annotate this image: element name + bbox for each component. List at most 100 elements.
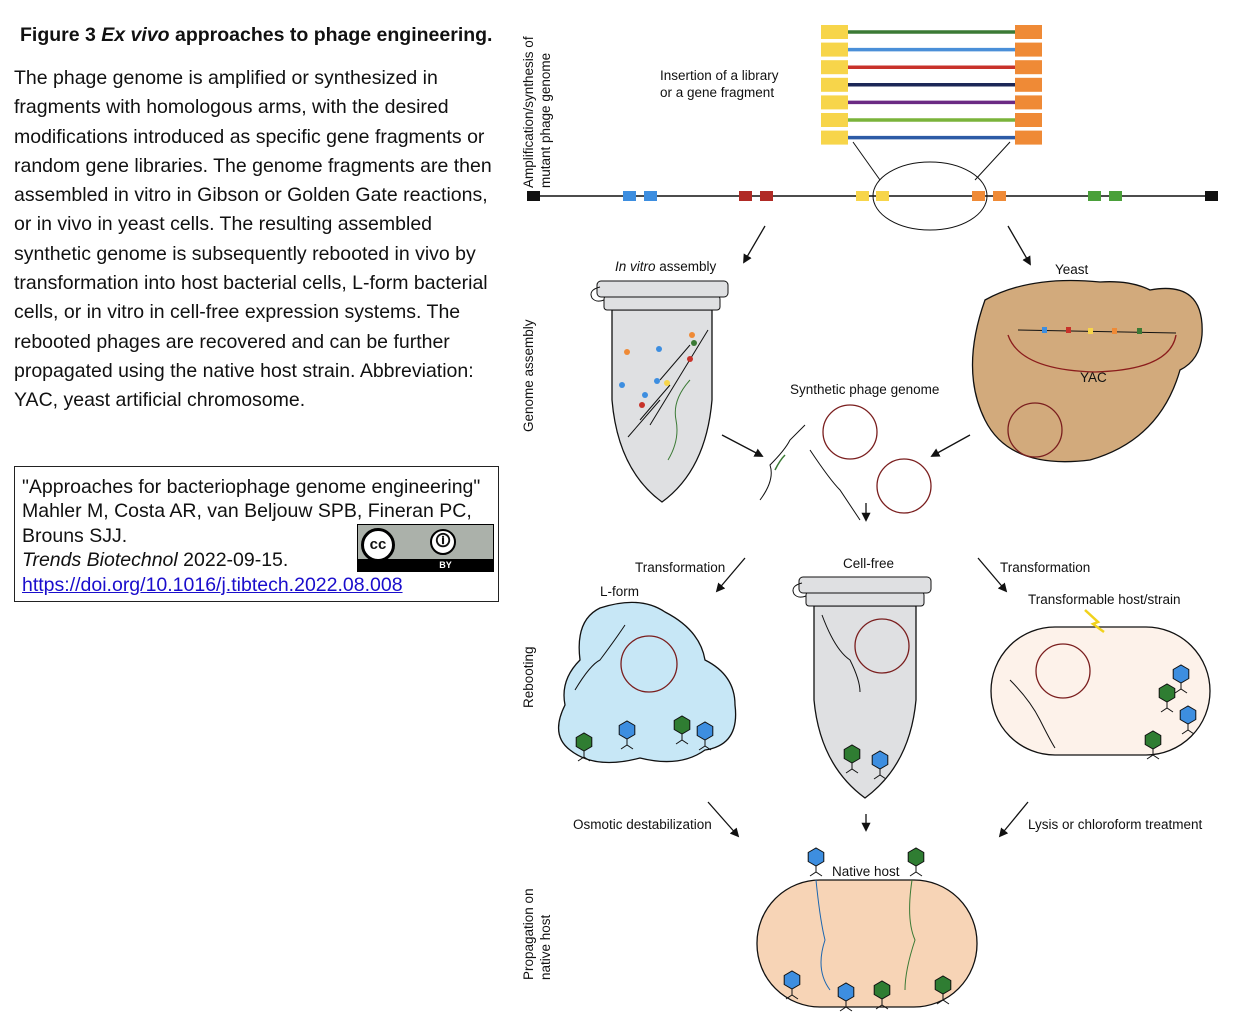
- license-by-label: BY: [358, 559, 493, 571]
- phage-tail: [577, 751, 591, 762]
- person-icon: 🛈: [430, 529, 456, 555]
- label-l-form: L-form: [600, 584, 639, 599]
- genome-segment: [644, 191, 657, 201]
- phage-icon: [907, 847, 925, 877]
- phage-capsid: [575, 732, 593, 752]
- phage-tail: [785, 989, 799, 1000]
- citation-box: "Approaches for bacteriophage genome eng…: [14, 466, 499, 602]
- phage-capsid: [696, 721, 714, 741]
- homology-arm-left: [821, 95, 848, 110]
- doi-link[interactable]: https://doi.org/10.1016/j.tibtech.2022.0…: [22, 573, 403, 596]
- side-label-propagation-2: native host: [538, 914, 553, 980]
- phage-capsid: [673, 715, 691, 735]
- phage-capsid: [843, 744, 861, 764]
- homology-arm-left: [821, 77, 848, 92]
- label-native-host: Native host: [832, 864, 900, 879]
- genome-segment: [1088, 191, 1101, 201]
- phage-icon: [843, 744, 861, 774]
- side-label-propagation: Propagation on: [521, 888, 536, 980]
- homology-arm-left: [821, 60, 848, 75]
- citation-journal: Trends Biotechnol: [22, 549, 178, 572]
- genome-segment: [1109, 191, 1122, 201]
- phage-tail: [839, 1001, 853, 1012]
- phage-tail: [1181, 724, 1195, 735]
- phage-tail: [620, 739, 634, 750]
- label-osmotic-destabilization: Osmotic destabilization: [573, 817, 712, 832]
- phage-icon: [673, 715, 691, 745]
- yeast-cell: [971, 279, 1203, 463]
- phage-icon: [575, 732, 593, 762]
- label-in-vitro-assembly: In vitro assembly: [615, 259, 717, 274]
- genome-segment: [623, 191, 636, 201]
- phage-icon: [873, 980, 891, 1010]
- phage-capsid: [783, 970, 801, 990]
- citation-title: "Approaches for bacteriophage genome eng…: [22, 476, 481, 498]
- phage-icon: [837, 982, 855, 1012]
- l-form-cell: [558, 601, 737, 764]
- label-yeast: Yeast: [1055, 262, 1089, 277]
- phage-tail: [675, 734, 689, 745]
- phage-capsid: [1144, 730, 1162, 750]
- phage-icon: [1179, 705, 1197, 735]
- citation-date: 2022-09-15.: [183, 549, 289, 572]
- phage-particles: [575, 664, 1197, 1012]
- label-insertion: Insertion of a library: [660, 68, 779, 83]
- citation-authors: Mahler M, Costa AR, van Beljouw SPB, Fin…: [22, 500, 472, 547]
- phage-capsid: [807, 847, 825, 867]
- label-lysis: Lysis or chloroform treatment: [1028, 817, 1203, 832]
- phage-icon: [618, 720, 636, 750]
- phage-tail: [875, 999, 889, 1010]
- phage-icon: [1144, 730, 1162, 760]
- phage-tail: [1174, 683, 1188, 694]
- side-labels: Amplification/synthesis of mutant phage …: [521, 36, 553, 980]
- gene-fragment-library: [821, 25, 1042, 145]
- phage-capsid: [871, 750, 889, 770]
- figure-caption: The phage genome is amplified or synthes…: [14, 67, 492, 412]
- homology-arm-right: [1015, 77, 1042, 92]
- phage-tail: [1160, 702, 1174, 713]
- genome-segment: [760, 191, 773, 201]
- homology-arm-right: [1015, 25, 1042, 39]
- phage-capsid: [934, 975, 952, 995]
- phage-tail: [1146, 749, 1160, 760]
- phage-genome-line: [527, 141, 1218, 231]
- cc-by-license-badge[interactable]: cc 🛈 BY: [357, 524, 494, 572]
- side-label-amplification-2: mutant phage genome: [538, 53, 553, 188]
- in-vitro-assembly-tube: [590, 280, 729, 503]
- figure-title: Figure 3 Ex vivo approaches to phage eng…: [20, 24, 493, 46]
- phage-tail: [698, 740, 712, 751]
- side-label-amplification: Amplification/synthesis of: [521, 36, 536, 188]
- phage-capsid: [618, 720, 636, 740]
- homology-arm-right: [1015, 60, 1042, 75]
- homology-arm-right: [1015, 95, 1042, 110]
- cell-free-tube: [792, 576, 932, 799]
- phage-tail: [909, 866, 923, 877]
- phage-capsid: [1179, 705, 1197, 725]
- electroporation-bolt-icon: [1084, 609, 1105, 634]
- label-transformable-host: Transformable host/strain: [1028, 592, 1181, 607]
- homology-arm-right: [1015, 113, 1042, 127]
- phage-icon: [871, 750, 889, 780]
- genome-segment: [856, 191, 869, 201]
- genome-segment: [876, 191, 889, 201]
- homology-arm-left: [821, 130, 848, 145]
- side-label-genome-assembly: Genome assembly: [521, 319, 536, 432]
- label-cell-free: Cell-free: [843, 556, 894, 571]
- homology-arm-left: [821, 42, 848, 57]
- phage-capsid: [1158, 683, 1176, 703]
- genome-segment: [972, 191, 985, 201]
- label-transformation-left: Transformation: [635, 560, 725, 575]
- phage-capsid: [837, 982, 855, 1002]
- transformable-host-cell: [990, 609, 1211, 756]
- phage-capsid: [873, 980, 891, 1000]
- synthetic-phage-genomes: [759, 404, 932, 521]
- phage-icon: [807, 847, 825, 877]
- phage-icon: [783, 970, 801, 1000]
- label-yac: YAC: [1080, 370, 1107, 385]
- phage-icon: [1172, 664, 1190, 694]
- label-synthetic-phage-genome: Synthetic phage genome: [790, 382, 939, 397]
- phage-capsid: [1172, 664, 1190, 684]
- genome-segment: [739, 191, 752, 201]
- phage-tail: [845, 763, 859, 774]
